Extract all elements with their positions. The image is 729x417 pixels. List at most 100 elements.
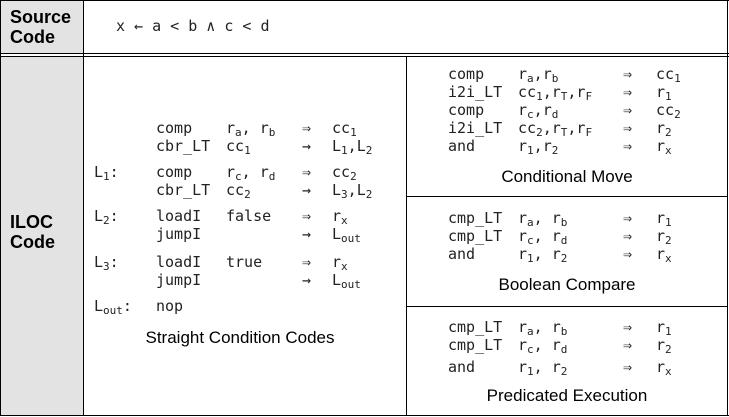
- arrow: →: [302, 137, 312, 155]
- destination: cc1: [332, 119, 357, 139]
- destination: r2: [656, 227, 672, 247]
- border-left: [0, 0, 1, 416]
- opcode: i2i_LT: [448, 83, 503, 101]
- label-column-divider: [83, 0, 84, 416]
- boolean-caption: Boolean Compare: [498, 275, 636, 294]
- code-line: cmp_LT ra, rb ⇒ r1: [448, 317, 726, 337]
- iloc-label-line2: Code: [10, 232, 55, 252]
- line-label: Lout:: [94, 297, 132, 317]
- arrow: ⇒: [623, 101, 633, 119]
- opcode: loadI: [156, 207, 202, 225]
- destination: rx: [656, 245, 672, 265]
- operands: rc, rd: [226, 163, 276, 183]
- destination: Lout: [332, 225, 361, 245]
- iloc-label-line1: ILOC: [10, 212, 53, 232]
- arrow: ⇒: [302, 163, 312, 181]
- destination: rx: [332, 253, 348, 273]
- border-bottom: [0, 415, 729, 416]
- arrow: ⇒: [302, 207, 312, 225]
- code-line: jumpI→Lout: [94, 224, 404, 244]
- operands: ra, rb: [518, 318, 568, 338]
- operands: cc2: [226, 181, 251, 201]
- section-divider-b: [0, 56, 729, 57]
- code-line: cmp_LT rc, rd ⇒ r2: [448, 226, 726, 246]
- code-line: jumpI→Lout: [94, 270, 404, 290]
- operands: rc, rd: [518, 336, 568, 356]
- arrow: ⇒: [623, 245, 633, 263]
- operands: false: [226, 207, 272, 225]
- border-top: [0, 0, 729, 1]
- code-line: i2i_LT cc1,rT,rF ⇒ r1: [448, 82, 726, 102]
- destination: L1,L2: [332, 137, 373, 157]
- opcode: comp: [448, 65, 485, 83]
- arrow: →: [302, 181, 312, 199]
- opcode: comp: [448, 101, 485, 119]
- operands: r1, r2: [518, 358, 568, 378]
- straight-caption: Straight Condition Codes: [145, 328, 335, 347]
- operands: cc2,rT,rF: [518, 119, 593, 139]
- opcode: cbr_LT: [156, 137, 211, 155]
- operands: r1,r2: [518, 137, 559, 157]
- operands: cc1,rT,rF: [518, 83, 593, 103]
- arrow: ⇒: [623, 336, 633, 354]
- destination: rx: [656, 137, 672, 157]
- arrow: ⇒: [623, 318, 633, 336]
- row-divider-1: [406, 196, 728, 197]
- cmove-caption: Conditional Move: [501, 167, 633, 186]
- opcode: comp: [156, 119, 193, 137]
- operands: cc1: [226, 137, 251, 157]
- arrow: ⇒: [623, 119, 633, 137]
- opcode: jumpI: [156, 271, 202, 289]
- arrow: ⇒: [623, 358, 633, 376]
- operands: r1, r2: [518, 245, 568, 265]
- opcode: and: [448, 245, 476, 263]
- opcode: loadI: [156, 253, 202, 271]
- column-divider: [406, 56, 407, 416]
- destination: r1: [656, 209, 672, 229]
- arrow: ⇒: [623, 83, 633, 101]
- operands: rc, rd: [518, 227, 568, 247]
- predicated-caption: Predicated Execution: [486, 386, 648, 405]
- opcode: comp: [156, 163, 193, 181]
- code-line: comp ra, rb ⇒ cc1: [94, 118, 404, 138]
- opcode: cmp_LT: [448, 227, 503, 245]
- destination: r1: [656, 83, 672, 103]
- arrow: →: [302, 225, 312, 243]
- border-right: [727, 0, 728, 416]
- iloc-label-cell: ILOC Code: [1, 57, 83, 416]
- code-line: and r1, r2 ⇒ rx: [448, 357, 726, 377]
- destination: rx: [656, 358, 672, 378]
- operands: true: [226, 253, 263, 271]
- arrow: →: [302, 271, 312, 289]
- arrow: ⇒: [302, 119, 312, 137]
- section-divider-a: [0, 53, 729, 54]
- opcode: cmp_LT: [448, 318, 503, 336]
- row-divider-2: [406, 306, 728, 307]
- arrow: ⇒: [623, 137, 633, 155]
- code-line: cmp_LT rc, rd ⇒ r2: [448, 335, 726, 355]
- opcode: cmp_LT: [448, 209, 503, 227]
- source-label-line1: Source: [10, 7, 72, 27]
- line-label: L1:: [94, 163, 119, 183]
- line-label: L2:: [94, 207, 119, 227]
- opcode: and: [448, 358, 476, 376]
- arrow: ⇒: [302, 253, 312, 271]
- arrow: ⇒: [623, 227, 633, 245]
- operands: ra, rb: [226, 119, 276, 139]
- operands: ra, rb: [518, 209, 568, 229]
- opcode: nop: [156, 297, 184, 315]
- opcode: cmp_LT: [448, 336, 503, 354]
- destination: cc2: [656, 101, 681, 121]
- destination: r2: [656, 336, 672, 356]
- destination: r1: [656, 318, 672, 338]
